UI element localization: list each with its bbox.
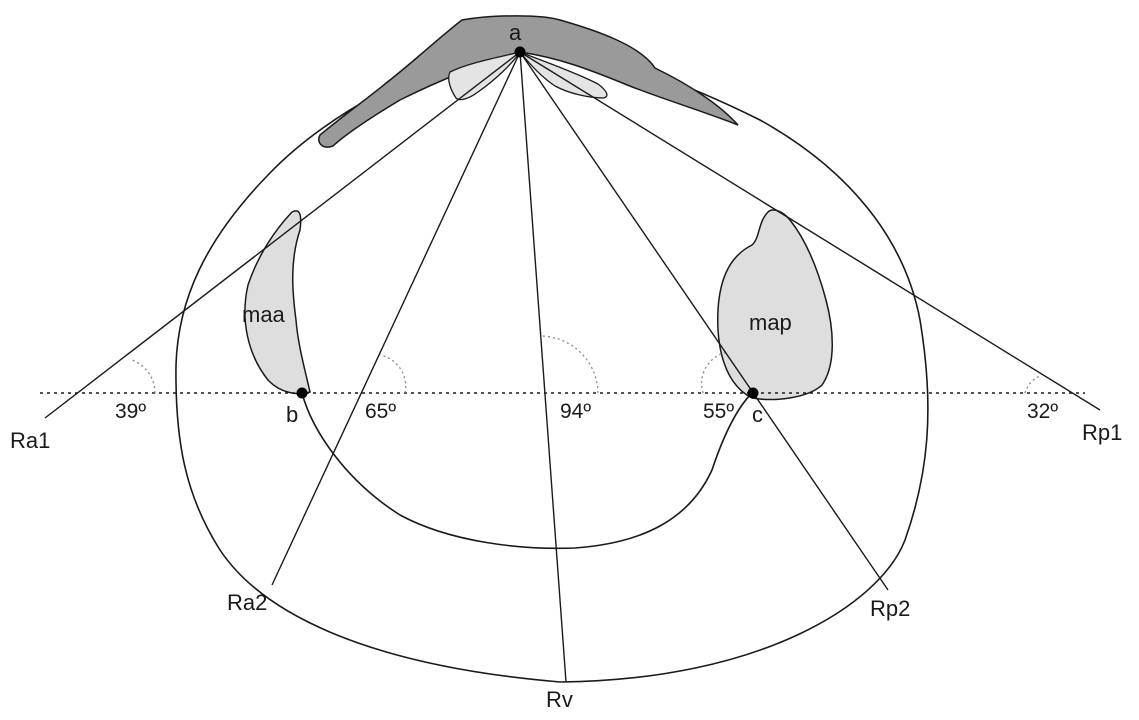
angle-label-ra1: 39º [115,400,146,423]
umbo-patch-posterior [517,50,608,99]
angle-label-ra2: 65º [365,400,396,423]
point-c-marker [747,387,759,399]
ray-label-rp2: Rp2 [870,596,910,621]
anterior-muscle-label: maa [242,302,286,327]
ray-label-ra2: Ra2 [227,590,267,615]
point-b-marker [296,387,308,399]
point-a-marker [514,46,526,58]
shell-outline [175,37,929,683]
ray-rp2 [519,51,889,591]
angle-arc-ra2 [379,354,407,394]
ray-label-ra1: Ra1 [10,428,50,453]
angle-label-rp2: 55º [703,400,734,423]
ligament [318,15,739,148]
ray-label-rp1: Rp1 [1082,420,1122,445]
ray-ra2 [271,51,521,586]
anterior-muscle-scar [244,210,311,395]
point-a-label: a [509,20,522,45]
angle-arc-rp2 [700,351,729,394]
angle-arc-rp1 [1024,375,1041,394]
umbo-patch-anterior [448,50,522,101]
angle-label-rv: 94º [560,400,591,423]
ray-label-rv: Rv [546,687,573,712]
angle-label-rp1: 32º [1027,400,1058,423]
ray-rv [519,51,567,683]
posterior-muscle-label: map [749,310,792,335]
point-c-label: c [752,402,763,427]
ray-rp1 [519,51,1101,411]
angle-arc-rv [539,335,599,394]
ray-ra1 [44,51,521,419]
pallial-line [301,392,753,550]
angle-arc-ra1 [131,359,156,394]
posterior-muscle-scar [717,209,833,401]
point-b-label: b [286,402,298,427]
